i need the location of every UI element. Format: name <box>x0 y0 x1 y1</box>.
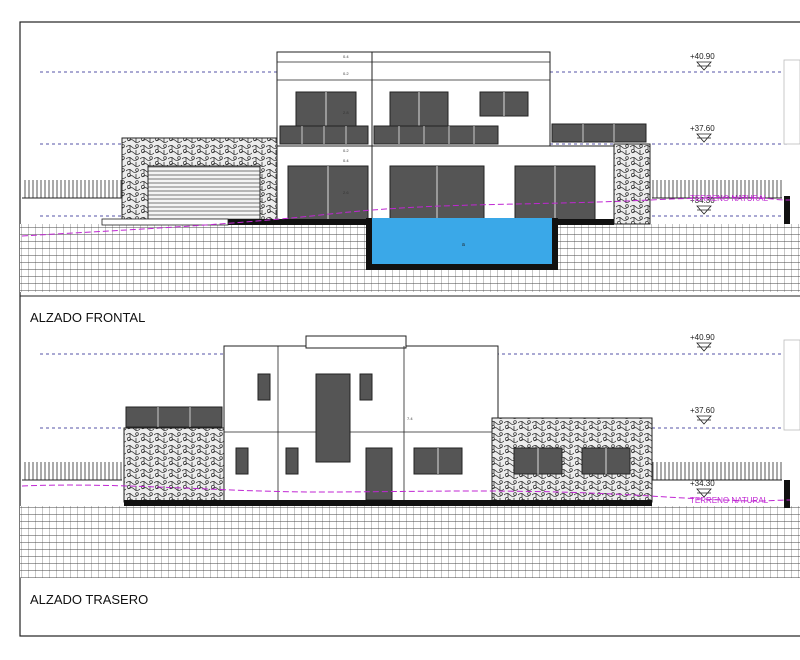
level-marker-mid: +37.60 <box>690 124 715 143</box>
left-fence <box>22 462 122 480</box>
rear-window-small-4 <box>285 447 299 475</box>
level-marker-low: +34.30 <box>690 479 715 498</box>
pool-mark: a <box>462 242 465 248</box>
right-wall-end <box>784 196 790 224</box>
neighbour-edge <box>783 339 800 431</box>
terrain-line <box>21 196 791 237</box>
svg-text:+34.30: +34.30 <box>690 196 715 205</box>
svg-text:+37.60: +37.60 <box>690 124 715 133</box>
terrain-line <box>21 484 791 502</box>
right-fence <box>652 462 782 480</box>
dim-label: 0.2 <box>343 71 349 76</box>
left-fence <box>22 180 122 198</box>
level-marker-low: +34.30 <box>690 196 715 215</box>
rear-elevation-title: ALZADO TRASERO <box>30 592 148 607</box>
rear-window-tall <box>315 373 351 463</box>
rear-door[interactable] <box>365 447 393 501</box>
dim-label: 7.4 <box>407 416 413 421</box>
svg-text:+34.30: +34.30 <box>690 479 715 488</box>
terrace-railing <box>551 123 647 143</box>
ground-hatch <box>20 506 800 578</box>
rear-railing <box>125 406 223 428</box>
right-stone-column <box>613 143 651 225</box>
dim-label: 2.6 <box>343 190 349 195</box>
front-elevation: a 0.4 0.2 2.8 0.2 0.4 2.6 +40.90 +37.60 … <box>20 51 800 292</box>
svg-text:+37.60: +37.60 <box>690 406 715 415</box>
dim-label: 0.2 <box>343 148 349 153</box>
sheet-frame <box>19 21 800 637</box>
rear-window-small-2 <box>359 373 373 401</box>
svg-text:+40.90: +40.90 <box>690 52 715 61</box>
garage-door[interactable] <box>147 165 261 221</box>
rear-window-small-1 <box>257 373 271 401</box>
rear-window-small-3 <box>235 447 249 475</box>
level-marker-top: +40.90 <box>690 333 715 352</box>
neighbour-edge <box>783 59 800 145</box>
svg-text:+40.90: +40.90 <box>690 333 715 342</box>
rear-main-body <box>223 345 499 503</box>
rear-elevation: 7.4 +40.90 +37.60 +34.30 TERRENO NATURAL <box>20 333 800 578</box>
dim-label: 0.4 <box>343 54 349 59</box>
terrain-label: TERRENO NATURAL <box>690 496 769 505</box>
dim-label: 0.4 <box>343 158 349 163</box>
pool-water <box>372 218 552 264</box>
front-elevation-title: ALZADO FRONTAL <box>30 310 145 325</box>
right-fence <box>652 180 782 198</box>
terrain-label: TERRENO NATURAL <box>690 194 769 203</box>
dim-label: 2.8 <box>343 110 349 115</box>
balcony-railing-2 <box>373 125 499 145</box>
level-marker-mid: +37.60 <box>690 406 715 425</box>
rear-base-slab <box>124 500 652 506</box>
left-stone-block <box>123 427 225 503</box>
level-marker-top: +40.90 <box>690 52 715 71</box>
